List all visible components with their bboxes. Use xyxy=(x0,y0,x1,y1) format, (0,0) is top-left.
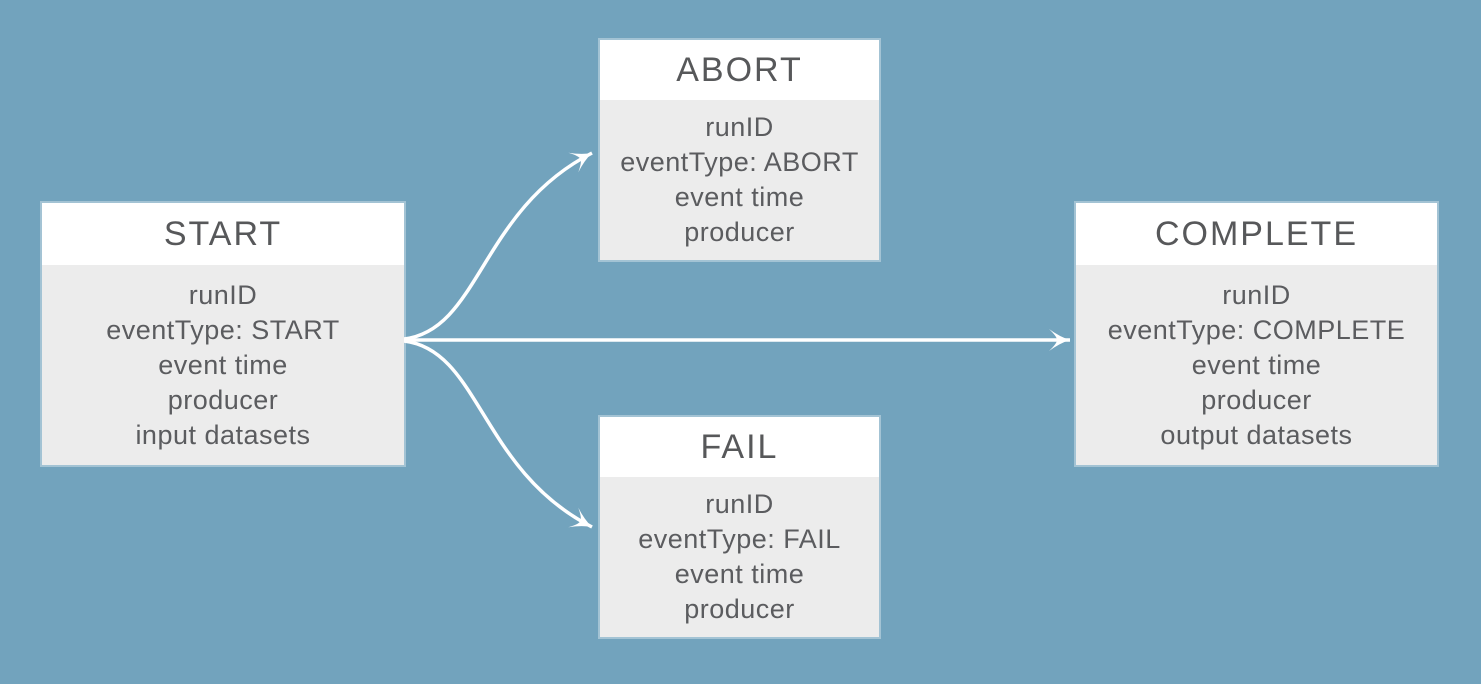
node-fail-body: runID eventType: FAIL event time produce… xyxy=(600,477,879,637)
node-fail-title: FAIL xyxy=(600,417,879,477)
node-complete-title: COMPLETE xyxy=(1076,203,1437,265)
node-field: event time xyxy=(158,349,288,380)
node-field: eventType: ABORT xyxy=(620,147,859,177)
node-field: runID xyxy=(705,489,774,519)
node-field: eventType: FAIL xyxy=(638,524,841,554)
node-field: producer xyxy=(167,384,279,415)
node-abort-body: runID eventType: ABORT event time produc… xyxy=(600,100,879,260)
node-start: START runID eventType: START event time … xyxy=(42,203,404,465)
node-field: runID xyxy=(188,279,258,310)
node-complete: COMPLETE runID eventType: COMPLETE event… xyxy=(1076,203,1437,465)
node-start-title: START xyxy=(42,203,404,265)
node-field: eventType: START xyxy=(106,314,340,345)
node-abort: ABORT runID eventType: ABORT event time … xyxy=(600,40,879,260)
node-field: runID xyxy=(1222,279,1291,310)
node-field: producer xyxy=(684,594,795,624)
node-complete-body: runID eventType: COMPLETE event time pro… xyxy=(1076,265,1437,465)
node-field: eventType: COMPLETE xyxy=(1107,314,1406,345)
node-field: producer xyxy=(1201,384,1312,415)
node-field: event time xyxy=(1191,349,1322,380)
edge-start-to-fail xyxy=(403,339,593,529)
node-field: event time xyxy=(674,559,805,589)
node-field: output datasets xyxy=(1160,419,1353,450)
edge-start-to-abort xyxy=(403,151,593,341)
node-field: runID xyxy=(705,112,774,142)
node-field: producer xyxy=(684,217,795,247)
node-fail: FAIL runID eventType: FAIL event time pr… xyxy=(600,417,879,637)
node-start-body: runID eventType: START event time produc… xyxy=(42,265,404,465)
node-field: input datasets xyxy=(135,419,311,450)
node-field: event time xyxy=(674,182,805,212)
node-abort-title: ABORT xyxy=(600,40,879,100)
